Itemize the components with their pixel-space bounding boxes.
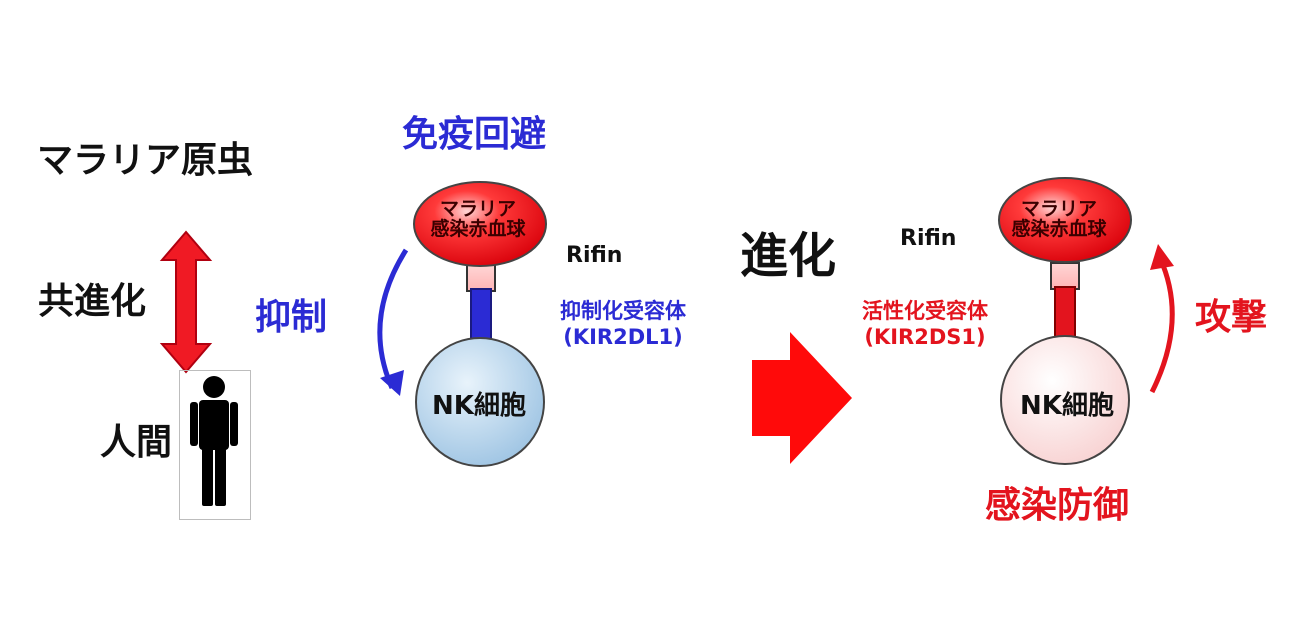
evolution-label: 進化 [740,228,837,284]
rifin-left-label: Rifin [566,243,623,268]
left-nk-complex [413,181,547,467]
rbc-left-line1: マラリア [439,198,516,220]
rbc-right [998,177,1132,263]
inhibitory-receptor-name: 抑制化受容体 [560,299,686,323]
activating-receptor-code: (KIR2DS1) [864,325,986,350]
rbc-left-label: マラリア 感染赤血球 [408,198,548,240]
activating-receptor-bar [1054,286,1076,338]
human-label: 人間 [100,422,173,463]
suppression-label: 抑制 [255,297,328,338]
rbc-left [413,181,547,267]
double-arrow-icon [159,230,213,374]
activating-receptor-name: 活性化受容体 [862,299,988,323]
nk-right-label: NK細胞 [1020,391,1114,421]
curved-up-arrow-icon [1149,244,1175,394]
rbc-left-line2: 感染赤血球 [430,217,526,240]
inhibitory-receptor-code: (KIR2DL1) [563,325,683,350]
human-frame [179,370,251,520]
nk-cell-right [1000,335,1130,465]
person-icon [190,376,238,506]
attack-label: 攻撃 [1195,297,1268,338]
rbc-right-label: マラリア 感染赤血球 [989,198,1129,240]
activating-receptor-label: 活性化受容体 (KIR2DS1) [840,298,1010,351]
rbc-right-line2: 感染赤血球 [1011,217,1107,240]
immune-evasion-label: 免疫回避 [402,114,547,155]
big-right-arrow-icon [752,332,852,464]
parasite-label: マラリア原虫 [37,140,254,181]
nk-left-label: NK細胞 [432,391,526,421]
nk-cell-left [415,337,545,467]
rbc-right-line1: マラリア [1020,198,1097,220]
right-rbc-stem [1050,262,1080,290]
inhibitory-receptor-label: 抑制化受容体 (KIR2DL1) [538,298,708,351]
rifin-right-label: Rifin [900,226,957,251]
curved-down-arrow-icon [377,248,409,396]
right-nk-complex [998,177,1132,465]
infection-defense-label: 感染防御 [985,485,1130,526]
coevolution-label: 共進化 [38,281,147,322]
left-rbc-stem [466,264,496,292]
